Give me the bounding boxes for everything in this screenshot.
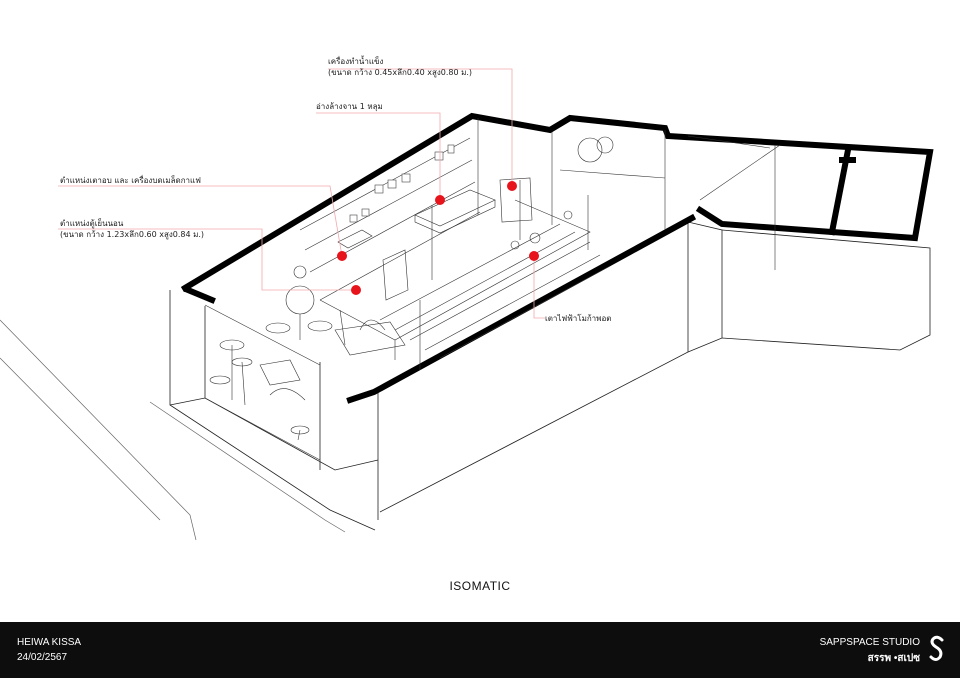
callout-fridge: ตำแหน่งตู้เย็นนอน (ขนาด กว้าง 1.23xลึก0.… (60, 218, 204, 240)
project-name: HEIWA KISSA (17, 637, 82, 648)
footer-bar: HEIWA KISSA 24/02/2567 SAPPSPACE STUDIO … (0, 622, 960, 678)
callout-sink-title: อ่างล้างจาน 1 หลุม (316, 102, 383, 111)
callout-fridge-title: ตำแหน่งตู้เย็นนอน (60, 219, 124, 228)
marker-oven-grinder (337, 251, 347, 261)
exterior-walls (169, 221, 931, 531)
leader-lines (58, 68, 545, 319)
marker-ice-machine (507, 181, 517, 191)
callout-ice-machine: เครื่องทำน้ำแข็ง (ขนาด กว้าง 0.45xลึก0.4… (328, 56, 472, 78)
studio-name-thai: สรรพ •สเปซ (867, 653, 920, 664)
street-lines (0, 319, 346, 541)
callout-oven-grinder-title: ตำแหน่งเตาอบ และ เครื่องบดเมล็ดกาแฟ (60, 176, 201, 185)
callout-oven-grinder: ตำแหน่งเตาอบ และ เครื่องบดเมล็ดกาแฟ (60, 175, 201, 186)
s-logo-icon (929, 635, 944, 661)
shelf-items (349, 144, 455, 223)
callout-fridge-size: (ขนาด กว้าง 1.23xลึก0.60 xสูง0.84 ม.) (60, 230, 205, 239)
marker-hotplate (529, 251, 539, 261)
project-date: 24/02/2567 (17, 652, 68, 663)
marker-sink (435, 195, 445, 205)
studio-name: SAPPSPACE STUDIO (819, 637, 920, 648)
callout-ice-machine-title: เครื่องทำน้ำแข็ง (328, 57, 384, 66)
isometric-plan-drawing (0, 68, 934, 541)
callout-sink: อ่างล้างจาน 1 หลุม (316, 101, 383, 112)
section-walls (180, 112, 934, 404)
callout-hotplate-title: เตาไฟฟ้าโมก้าพอต (545, 314, 612, 323)
equipment-markers (337, 181, 539, 295)
marker-fridge (351, 285, 361, 295)
interior-linework (204, 118, 781, 461)
callout-hotplate: เตาไฟฟ้าโมก้าพอต (545, 313, 611, 324)
callout-ice-machine-size: (ขนาด กว้าง 0.45xลึก0.40 xสูง0.80 ม.) (328, 68, 473, 77)
drawing-caption: ISOMATIC (449, 579, 511, 593)
